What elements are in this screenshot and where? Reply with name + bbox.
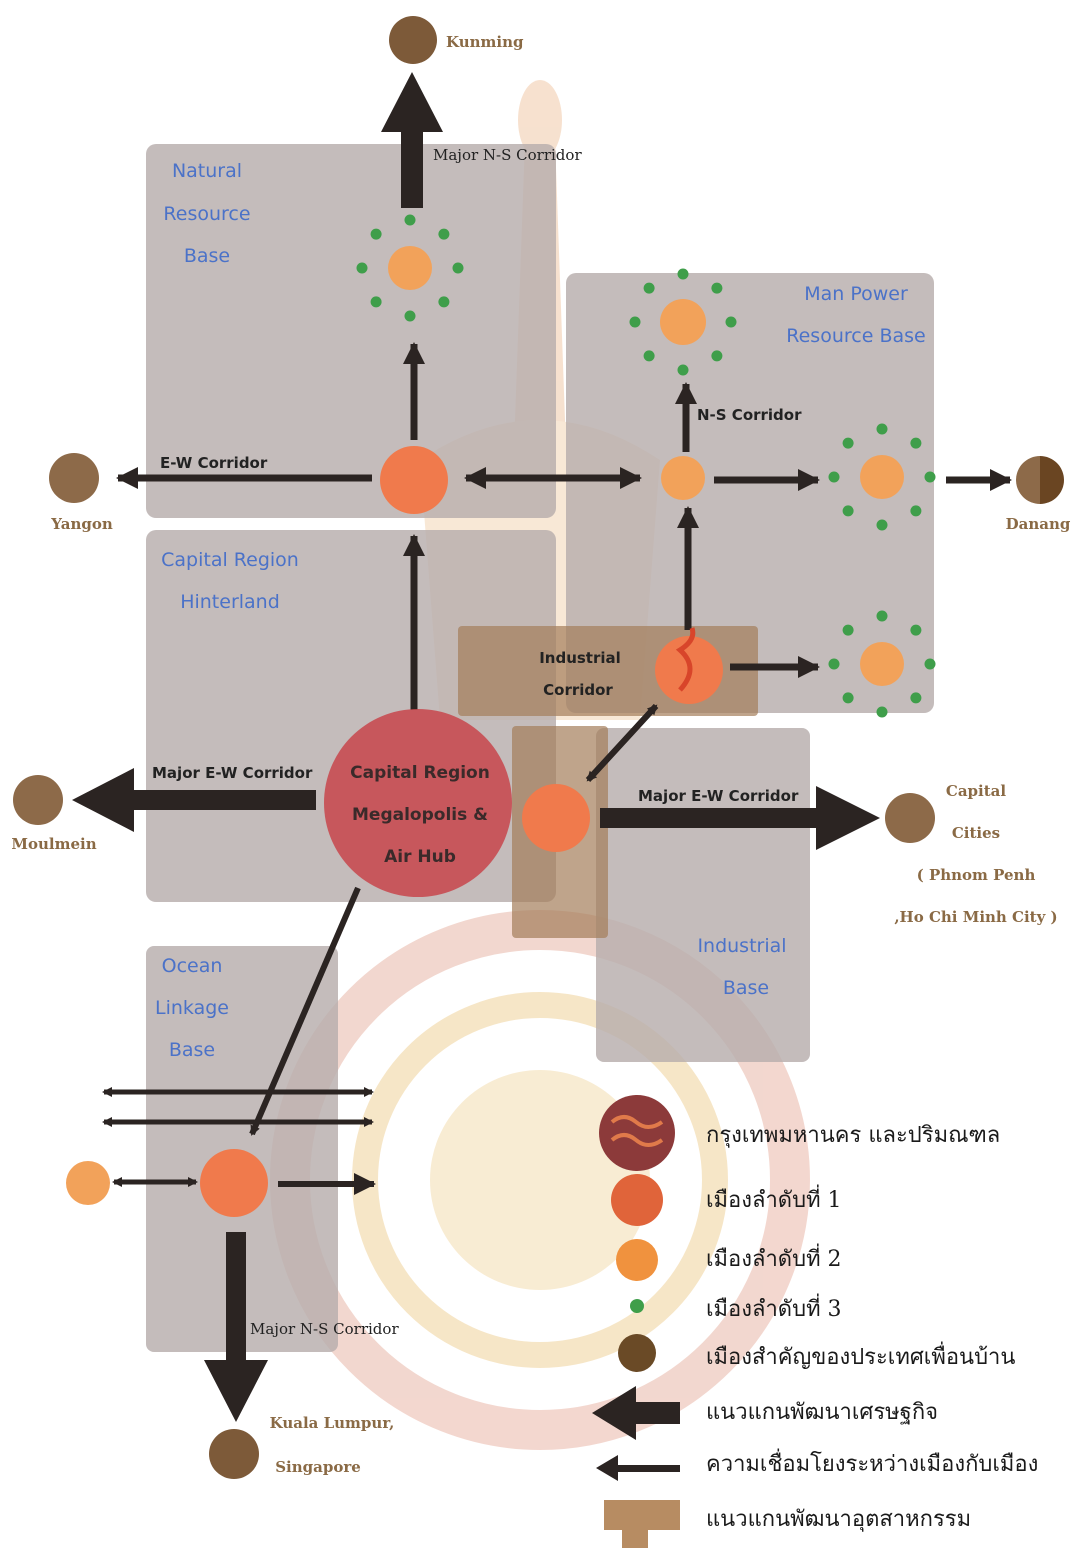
- third-order-city-dot: [678, 365, 689, 376]
- third-order-city-dot: [925, 472, 936, 483]
- third-order-city-dot: [925, 659, 936, 670]
- third-order-city-dot: [877, 707, 888, 718]
- third-order-city-dot: [438, 296, 449, 307]
- hub-label-3: Air Hub: [384, 847, 456, 867]
- ew-corridor-label: E-W Corridor: [160, 454, 268, 472]
- hinterland-label-2: Hinterland: [180, 591, 280, 613]
- legend-economic-corridor-text: แนวแกนพัฒนาเศรษฐกิจ: [706, 1400, 938, 1425]
- kunming-node: [389, 16, 437, 64]
- legend-industrial-corridor-text: แนวแกนพัฒนาอุตสาหกรรม: [706, 1507, 971, 1532]
- east-second-order-node: [860, 455, 904, 499]
- third-order-city-dot: [438, 229, 449, 240]
- major-ew-right-label: Major E-W Corridor: [638, 787, 799, 805]
- kuala-lumpur-label-1: Kuala Lumpur,: [270, 1414, 395, 1432]
- man-power-label-2: Resource Base: [786, 325, 925, 347]
- third-order-city-dot: [711, 283, 722, 294]
- third-order-city-dot: [910, 692, 921, 703]
- danang-label: Danang: [1006, 515, 1071, 533]
- third-order-city-dot: [726, 317, 737, 328]
- third-order-city-dot: [829, 472, 840, 483]
- third-order-city-dot: [877, 520, 888, 531]
- danang-node: [1040, 456, 1064, 504]
- natural-resource-second-order-node: [388, 246, 432, 290]
- third-order-city-dot: [843, 692, 854, 703]
- third-order-city-dot: [453, 263, 464, 274]
- ocean-second-order-node: [66, 1161, 110, 1205]
- third-order-city-dot: [371, 229, 382, 240]
- legend-bangkok-text: กรุงเทพมหานคร และปริมณฑล: [706, 1123, 1000, 1148]
- man-power-label-1: Man Power: [804, 283, 908, 305]
- major-ns-top-label: Major N-S Corridor: [433, 146, 582, 164]
- center-second-order-node: [661, 456, 705, 500]
- major-ns-bottom-label: Major N-S Corridor: [250, 1320, 399, 1338]
- industrial-base-label-2: Base: [723, 977, 769, 999]
- natural-resource-label-1: Natural: [172, 160, 242, 182]
- legend-second-order-swatch: [616, 1239, 658, 1281]
- legend-third-order-swatch: [630, 1299, 644, 1313]
- capital-region-hub: [324, 709, 512, 897]
- capital-cities-label-4: ,Ho Chi Minh City ): [894, 908, 1057, 926]
- third-order-city-dot: [644, 283, 655, 294]
- third-order-city-dot: [843, 505, 854, 516]
- third-order-city-dot: [678, 269, 689, 280]
- third-order-city-dot: [630, 317, 641, 328]
- legend-city-link-text: ความเชื่อมโยงระหว่างเมืองกับเมือง: [706, 1448, 1038, 1477]
- man-power-second-order-node: [660, 299, 706, 345]
- industrial-east-second-order-node: [860, 642, 904, 686]
- hub-label-1: Capital Region: [350, 763, 490, 783]
- industrial-base-label-1: Industrial: [697, 935, 786, 957]
- kuala-lumpur-node: [209, 1429, 259, 1479]
- third-order-city-dot: [910, 625, 921, 636]
- ocean-linkage-label-1: Ocean: [162, 955, 223, 977]
- ns-corridor-label: N-S Corridor: [697, 406, 802, 424]
- major-ew-left-label: Major E-W Corridor: [152, 764, 313, 782]
- third-order-city-dot: [910, 505, 921, 516]
- legend-bangkok-swatch: [599, 1095, 675, 1171]
- ocean-linkage-label-3: Base: [169, 1039, 215, 1061]
- third-order-city-dot: [877, 424, 888, 435]
- third-order-city-dot: [405, 311, 416, 322]
- third-order-city-dot: [843, 438, 854, 449]
- hinterland-label-1: Capital Region: [161, 549, 299, 571]
- zone-industrial-base: [596, 728, 810, 1062]
- third-order-city-dot: [711, 350, 722, 361]
- industrial-corridor-label-1: Industrial: [539, 649, 621, 667]
- ocean-linkage-label-2: Linkage: [155, 997, 229, 1019]
- legend-city-link-swatch: [610, 1465, 680, 1472]
- third-order-city-dot: [371, 296, 382, 307]
- hub-label-2: Megalopolis &: [352, 805, 488, 825]
- west-first-order-node: [380, 446, 448, 514]
- legend-neighbor-swatch: [618, 1334, 656, 1372]
- legend-second-order-text: เมืองลำดับที่ 2: [706, 1243, 842, 1272]
- third-order-city-dot: [405, 215, 416, 226]
- legend-third-order-text: เมืองลำดับที่ 3: [706, 1293, 842, 1322]
- industrial-corridor-label-2: Corridor: [543, 681, 613, 699]
- eastern-seaboard-first-order-node: [522, 784, 590, 852]
- third-order-city-dot: [357, 263, 368, 274]
- yangon-label: Yangon: [50, 515, 113, 533]
- moulmein-node: [13, 775, 63, 825]
- third-order-city-dot: [910, 438, 921, 449]
- yangon-node: [49, 453, 99, 503]
- third-order-city-dot: [644, 350, 655, 361]
- kunming-label: Kunming: [446, 33, 524, 51]
- legend-first-order-swatch: [611, 1174, 663, 1226]
- ocean-first-order-node: [200, 1149, 268, 1217]
- third-order-city-dot: [829, 659, 840, 670]
- capital-cities-label-2: Cities: [952, 824, 1000, 842]
- legend-first-order-text: เมืองลำดับที่ 1: [706, 1184, 842, 1213]
- capital-cities-label-3: ( Phnom Penh: [917, 866, 1036, 884]
- kuala-lumpur-label-2: Singapore: [275, 1458, 361, 1476]
- natural-resource-label-3: Base: [184, 245, 230, 267]
- natural-resource-label-2: Resource: [163, 203, 250, 225]
- moulmein-label: Moulmein: [11, 835, 96, 853]
- legend-neighbor-text: เมืองสำคัญของประเทศเพื่อนบ้าน: [706, 1341, 1015, 1370]
- capital-cities-node: [885, 793, 935, 843]
- third-order-city-dot: [877, 611, 888, 622]
- capital-cities-label-1: Capital: [946, 782, 1006, 800]
- legend-industrial-corridor-swatch: [604, 1500, 680, 1530]
- third-order-city-dot: [843, 625, 854, 636]
